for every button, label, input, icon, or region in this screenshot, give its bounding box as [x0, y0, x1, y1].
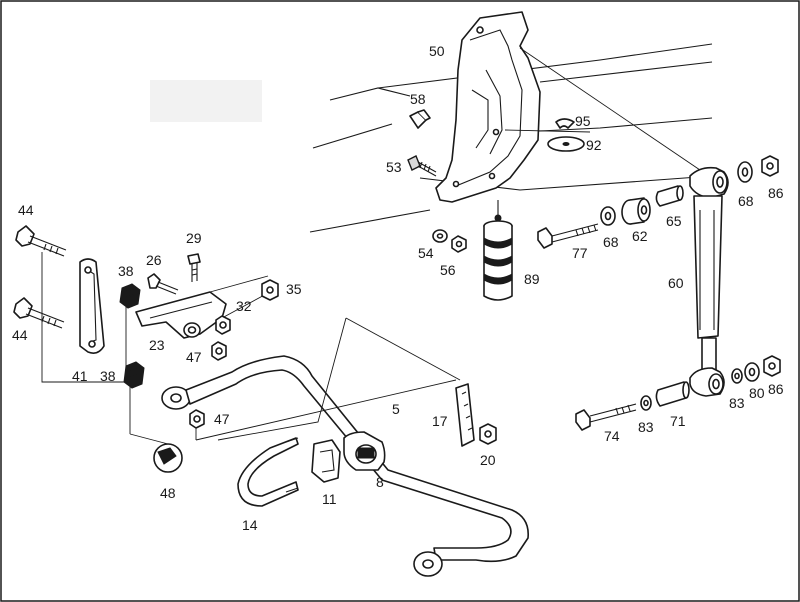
label-86-top: 86: [768, 185, 784, 201]
label-17: 17: [432, 413, 448, 429]
plate-part-41: [79, 258, 105, 354]
label-83-left: 83: [638, 419, 654, 435]
label-68-lower: 68: [603, 234, 619, 250]
label-86-bottom: 86: [768, 381, 784, 397]
bolt-part-53: [407, 155, 437, 177]
label-38-upper: 38: [118, 263, 134, 279]
label-89: 89: [524, 271, 540, 287]
bolt-part-58: [409, 109, 431, 129]
nut-part-86-bottom: [763, 355, 781, 377]
clip-part-95: [555, 118, 575, 129]
sleeve-part-71: [655, 381, 690, 407]
label-23: 23: [149, 337, 165, 353]
bracket-part-50: [435, 11, 541, 203]
label-44-upper: 44: [18, 202, 34, 218]
nut-part-35: [261, 279, 279, 301]
washer-part-83-right: [731, 368, 743, 384]
washer-part-80: [744, 362, 760, 382]
label-8: 8: [376, 474, 384, 490]
sleeve-part-65: [655, 185, 684, 207]
label-48: 48: [160, 485, 176, 501]
label-68-top: 68: [738, 193, 754, 209]
smudge-mark: [150, 80, 262, 122]
clamp-part-48: [153, 443, 183, 473]
label-58: 58: [410, 91, 426, 107]
label-20: 20: [480, 452, 496, 468]
nut-part-86-top: [761, 155, 779, 177]
nut-part-20: [479, 423, 497, 445]
bolt-part-44-upper: [15, 225, 67, 257]
label-62: 62: [632, 228, 648, 244]
label-65: 65: [666, 213, 682, 229]
clip-part-17: [455, 383, 475, 447]
label-11: 11: [322, 491, 337, 507]
leader-lines-left: [41, 252, 461, 445]
label-32: 32: [236, 298, 252, 314]
label-74: 74: [604, 428, 620, 444]
nut-part-47-lower: [189, 409, 205, 429]
washer-part-54: [432, 229, 448, 243]
bolt-part-74: [575, 403, 637, 431]
washer-part-92: [547, 136, 585, 152]
label-56: 56: [440, 262, 456, 278]
label-83-right: 83: [729, 395, 745, 411]
label-35: 35: [286, 281, 302, 297]
bushing-part-38-lower: [123, 361, 145, 389]
label-5: 5: [392, 401, 400, 417]
label-50: 50: [429, 43, 445, 59]
bushing-part-38-upper: [119, 283, 141, 309]
mount-part-8: [343, 431, 386, 471]
bracket-half-part-11: [311, 439, 341, 483]
label-53: 53: [386, 159, 402, 175]
label-92: 92: [586, 137, 602, 153]
label-29: 29: [186, 230, 202, 246]
nut-part-47-upper: [211, 341, 227, 361]
bushing-part-62: [621, 197, 651, 225]
bolt-part-29: [187, 253, 201, 282]
nut-part-32: [215, 315, 231, 335]
label-80: 80: [749, 385, 765, 401]
bolt-part-44-lower: [13, 297, 65, 329]
bolt-part-26: [147, 273, 179, 295]
label-47-upper: 47: [186, 349, 202, 365]
nut-part-56: [451, 235, 467, 253]
label-54: 54: [418, 245, 434, 261]
label-60: 60: [668, 275, 684, 291]
label-71: 71: [670, 413, 686, 429]
label-26: 26: [146, 252, 162, 268]
label-95: 95: [575, 113, 591, 129]
label-14: 14: [242, 517, 258, 533]
washer-part-83-left: [640, 395, 652, 411]
washer-part-68-lower: [600, 206, 616, 226]
bump-stop-part-89: [483, 200, 513, 301]
washer-part-68-top: [737, 161, 753, 183]
bracket-part-23: [135, 275, 271, 339]
stabilizer-bar-part-5: [161, 355, 529, 577]
label-41: 41: [72, 368, 88, 384]
bolt-part-77: [537, 223, 599, 249]
shock-absorber-part-60: [689, 166, 729, 397]
callout-labels: 50 58 95 92 53 68 86 65 62 68 77 54 56 8…: [12, 43, 784, 533]
label-77: 77: [572, 245, 588, 261]
label-47-lower: 47: [214, 411, 230, 427]
u-bolt-part-14: [237, 437, 299, 507]
label-38-lower: 38: [100, 368, 116, 384]
label-44-lower: 44: [12, 327, 28, 343]
leader-lines-shock: [504, 47, 701, 171]
